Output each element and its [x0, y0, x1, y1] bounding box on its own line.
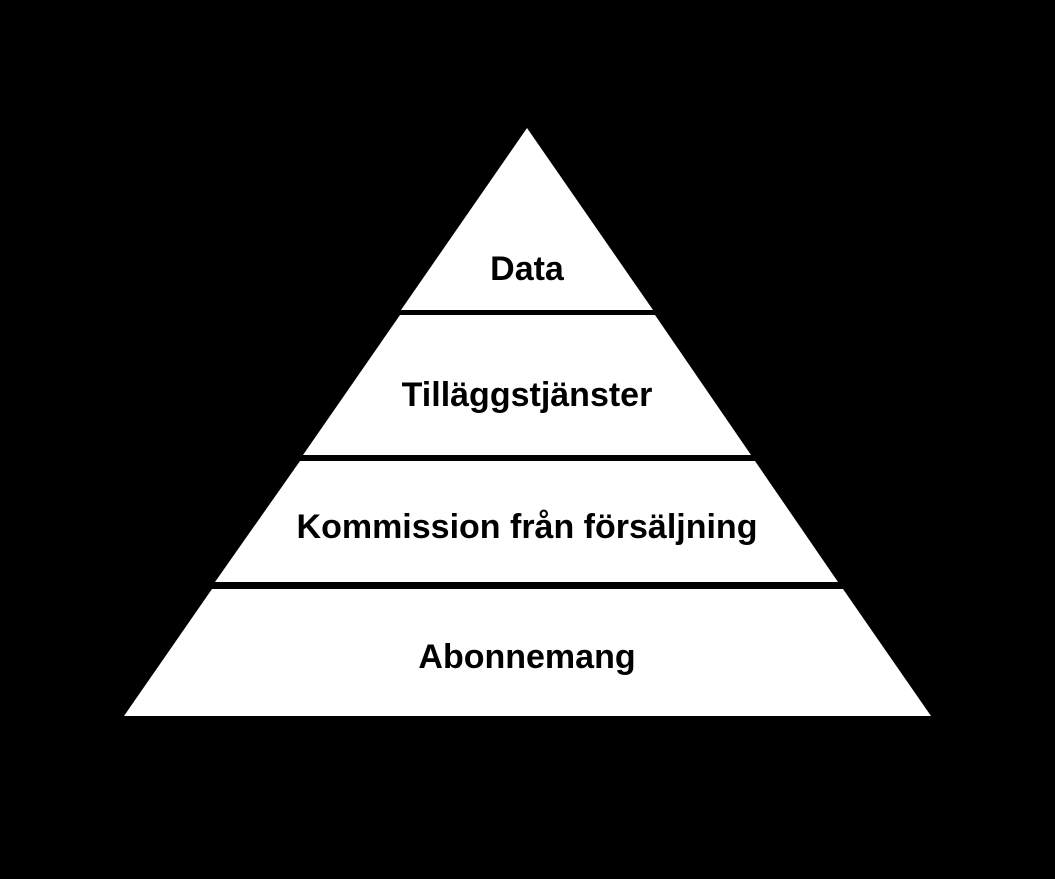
pyramid-tier-data: Data — [401, 128, 653, 310]
pyramid-tier-kommission-label: Kommission från försäljning — [297, 508, 758, 546]
pyramid-tier-kommission-shape — [215, 461, 838, 582]
pyramid-tier-data-label: Data — [490, 250, 565, 288]
pyramid-tier-abonnemang-shape — [124, 589, 931, 716]
pyramid-tier-tillaggstjanster-shape — [303, 315, 751, 455]
pyramid-tier-kommission: Kommission från försäljning — [215, 461, 838, 582]
pyramid-tier-tillaggstjanster-label: Tilläggstjänster — [402, 376, 653, 414]
pyramid-tier-abonnemang: Abonnemang — [124, 589, 931, 716]
pyramid-tier-tillaggstjanster: Tilläggstjänster — [303, 315, 751, 455]
pyramid-tier-abonnemang-label: Abonnemang — [418, 638, 635, 676]
pyramid-tier-data-shape — [401, 128, 653, 310]
